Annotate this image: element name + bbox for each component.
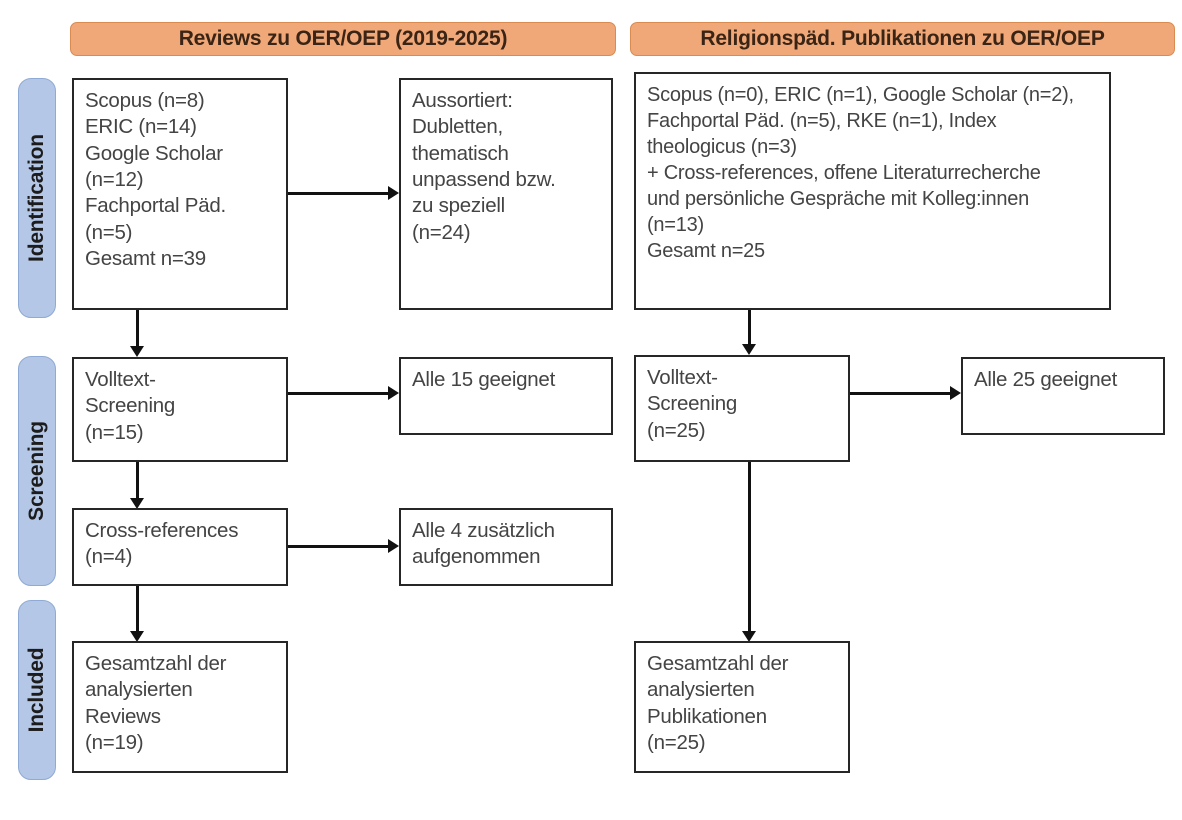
arrowhead-sources-to-excluded [388, 186, 399, 200]
box-reviews-included: Gesamtzahl der analysierten Reviews (n=1… [72, 641, 288, 773]
connector-sources-to-excluded [288, 192, 388, 195]
stage-label-included: Included [25, 647, 48, 733]
stage-label-screening: Screening [25, 421, 48, 521]
connector-crossrefs-to-result [288, 545, 388, 548]
column-header-religionspaed: Religionspäd. Publikationen zu OER/OEP [630, 22, 1175, 56]
arrowhead-fulltext-to-result [388, 386, 399, 400]
arrowhead-religionspaed-fulltext-to-included [742, 631, 756, 642]
column-header-reviews: Reviews zu OER/OEP (2019-2025) [70, 22, 616, 56]
arrowhead-religionspaed-fulltext-to-result [950, 386, 961, 400]
box-reviews-crossrefs-result: Alle 4 zusätzlich aufgenommen [399, 508, 613, 586]
box-reviews-crossrefs: Cross-references (n=4) [72, 508, 288, 586]
arrowhead-sources-to-fulltext [130, 346, 144, 357]
box-religionspaed-fulltext: Volltext- Screening (n=25) [634, 355, 850, 462]
box-religionspaed-included: Gesamtzahl der analysierten Publikatione… [634, 641, 850, 773]
arrowhead-fulltext-to-crossrefs [130, 498, 144, 509]
box-reviews-fulltext: Volltext- Screening (n=15) [72, 357, 288, 462]
stage-label-identification: Identification [25, 134, 48, 262]
connector-sources-to-fulltext [136, 310, 139, 347]
stage-pill-included: Included [18, 600, 56, 780]
stage-pill-screening: Screening [18, 356, 56, 586]
connector-fulltext-to-result [288, 392, 388, 395]
arrowhead-religionspaed-sources-to-fulltext [742, 344, 756, 355]
stage-pill-identification: Identification [18, 78, 56, 318]
box-reviews-sources: Scopus (n=8) ERIC (n=14) Google Scholar … [72, 78, 288, 310]
arrowhead-crossrefs-to-result [388, 539, 399, 553]
arrowhead-crossrefs-to-included [130, 631, 144, 642]
connector-crossrefs-to-included [136, 586, 139, 632]
box-reviews-fulltext-result: Alle 15 geeignet [399, 357, 613, 435]
box-reviews-excluded: Aussortiert: Dubletten, thematisch unpas… [399, 78, 613, 310]
connector-religionspaed-fulltext-to-included [748, 462, 751, 632]
box-religionspaed-sources: Scopus (n=0), ERIC (n=1), Google Scholar… [634, 72, 1111, 310]
box-religionspaed-fulltext-result: Alle 25 geeignet [961, 357, 1165, 435]
connector-religionspaed-fulltext-to-result [850, 392, 950, 395]
connector-fulltext-to-crossrefs [136, 462, 139, 499]
connector-religionspaed-sources-to-fulltext [748, 310, 751, 345]
